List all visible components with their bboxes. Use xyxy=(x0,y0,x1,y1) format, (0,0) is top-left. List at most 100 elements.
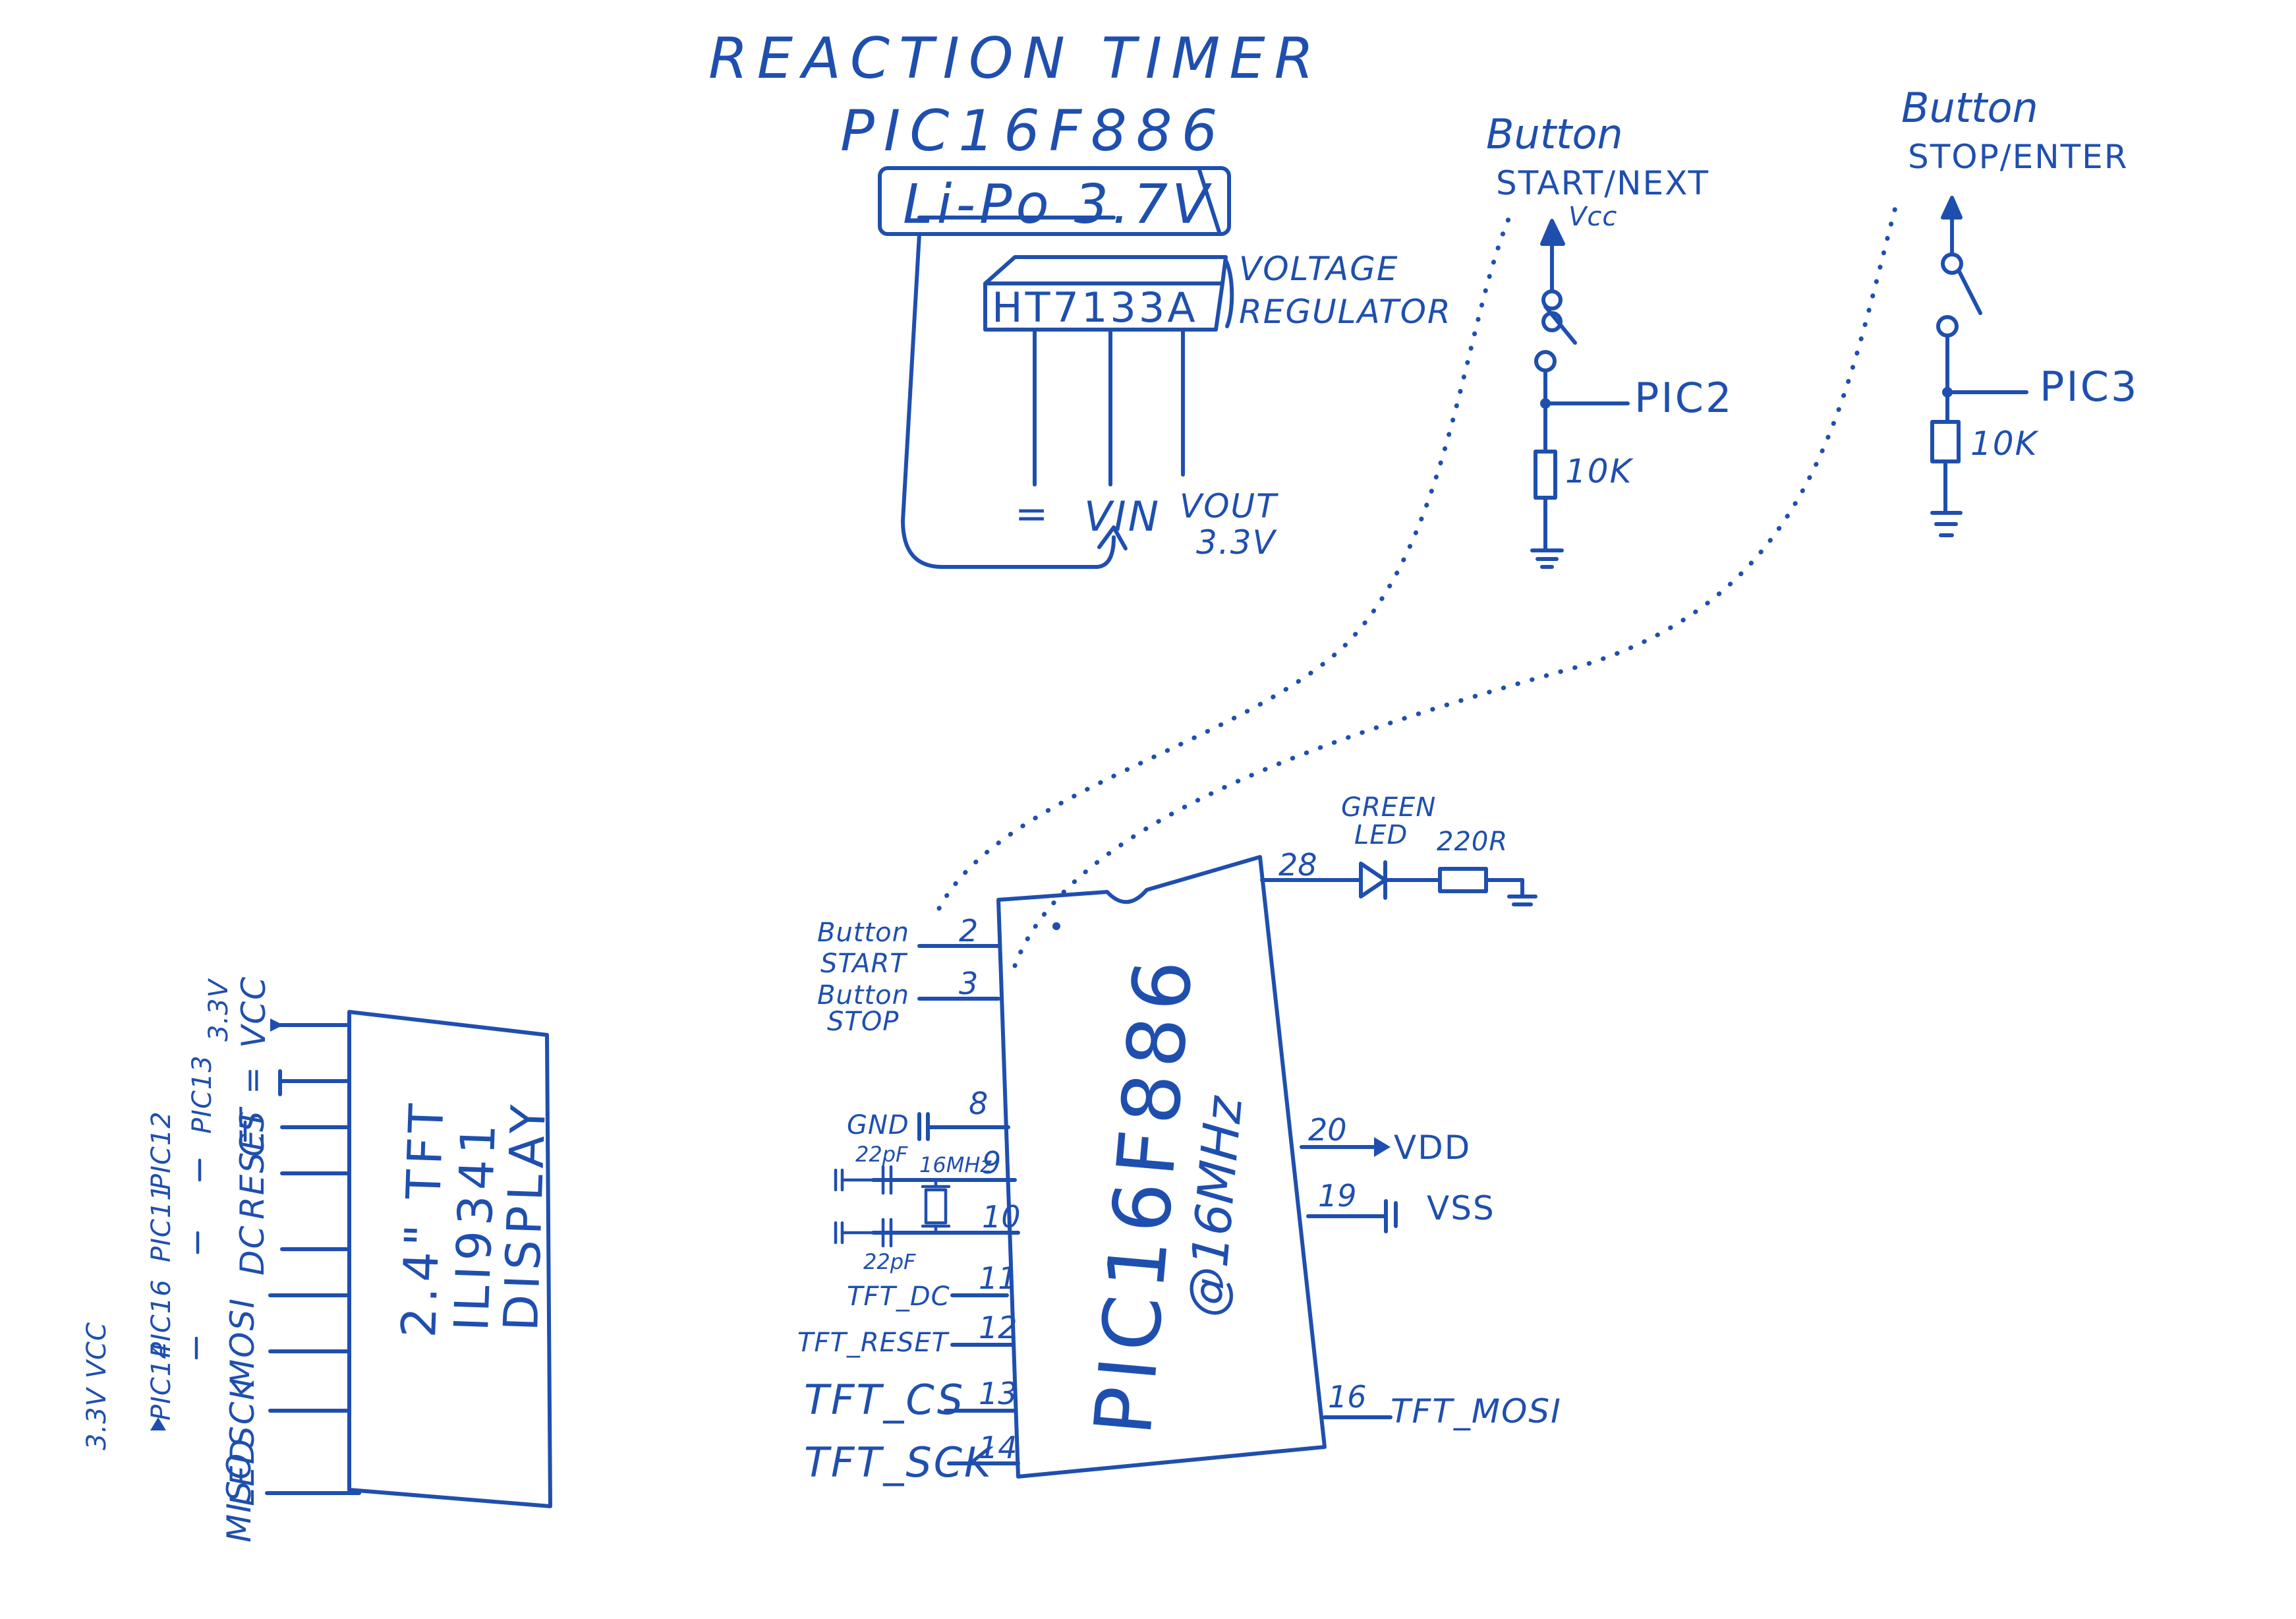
led-resistor xyxy=(1438,867,1488,893)
regulator-vout-label-1: VOUT xyxy=(1180,487,1278,525)
button-start-pic: PIC2 xyxy=(1634,374,1733,422)
pin10-num: 10 xyxy=(982,1199,1021,1235)
disp-label-vcc: VCC xyxy=(235,976,273,1048)
crystal-body xyxy=(924,1188,948,1225)
mcu-section: PIC16F886 @16MHz 2 Button START 3 Button… xyxy=(797,792,1562,1487)
pin13-label: TFT_CS xyxy=(804,1376,965,1424)
pin16-label: TFT_MOSI xyxy=(1391,1392,1562,1430)
disp-label-sck: SCK xyxy=(223,1376,262,1447)
button-stop-contact-bot xyxy=(1936,315,1959,338)
dotted-link-start xyxy=(936,215,1512,911)
button-stop-vcc-arrow xyxy=(1941,196,1963,220)
disp-conn-vcc: 3.3V xyxy=(204,978,234,1042)
disp-label-cs: CS xyxy=(233,1109,272,1157)
button-start-title-2: START/NEXT xyxy=(1496,164,1709,202)
display-line3: DISPLAY xyxy=(493,1099,556,1332)
pin14-num: 14 xyxy=(979,1430,1018,1465)
title-line1: REACTION TIMER xyxy=(708,26,1323,92)
pin2-num: 2 xyxy=(959,913,978,949)
button-start-title-1: Button xyxy=(1486,110,1623,158)
button-start-vcc-arrow xyxy=(1540,219,1565,246)
disp-vcc-arrow xyxy=(270,1018,283,1032)
button-stop-resistor-label: 10K xyxy=(1970,425,2040,463)
regulator-gnd-symbol: = xyxy=(1015,491,1048,537)
button-start-contact-top xyxy=(1541,289,1563,310)
disp-label-miso: MISO xyxy=(220,1452,258,1543)
button-stop-resistor xyxy=(1930,420,1961,463)
cap-bottom-label: 22pF xyxy=(863,1249,916,1274)
battery-box-stroke xyxy=(1197,168,1221,234)
disp-conn-cs: PIC13 xyxy=(187,1055,217,1134)
button-start-contact-mid xyxy=(1541,311,1563,332)
display-line1: 2.4" TFT xyxy=(391,1098,455,1338)
pin19-label: VSS xyxy=(1427,1189,1495,1227)
pin8-label: GND xyxy=(847,1110,909,1140)
led-vcc-arrow xyxy=(150,1417,166,1430)
battery-label: Li-Po 3.7V xyxy=(903,173,1213,236)
pin16-num: 16 xyxy=(1328,1379,1367,1415)
disp-conn-mosi: PIC16 xyxy=(146,1279,177,1358)
battery-box xyxy=(878,166,1231,236)
button-start-contact-bot xyxy=(1534,350,1557,372)
pin9-num: 9 xyxy=(982,1145,1001,1181)
title-line2: PIC16F886 xyxy=(840,98,1226,164)
pin20-label: VDD xyxy=(1394,1129,1471,1167)
pin12-label: TFT_RESET xyxy=(797,1328,950,1358)
pin3-num: 3 xyxy=(959,966,978,1001)
pin2-label-1: Button xyxy=(817,918,909,948)
pin13-num: 13 xyxy=(979,1376,1018,1411)
disp-label-gnd: = xyxy=(233,1065,272,1094)
disp-label-dc: DC xyxy=(233,1225,272,1276)
button-stop-title-2: STOP/ENTER xyxy=(1908,138,2129,176)
title-block: REACTION TIMER PIC16F886 xyxy=(708,26,1323,164)
power-section: Li-Po 3.7V HT7133A VOLTAGE REGULATOR = V… xyxy=(878,166,1452,569)
display-section: 2.4" TFT ILI9341 DISPLAY VCC 3.3V = CS P… xyxy=(82,976,556,1543)
pin19-num: 19 xyxy=(1318,1178,1357,1214)
disp-conn-reset: PIC12 xyxy=(146,1111,177,1190)
led-diode xyxy=(1359,862,1387,898)
regulator-part: HT7133A xyxy=(992,283,1198,332)
pin8-num: 8 xyxy=(969,1086,988,1121)
disp-label-led: LED xyxy=(223,1438,262,1506)
pin20-num: 20 xyxy=(1308,1112,1347,1148)
led-label-2: LED xyxy=(1354,820,1408,850)
dotted-link-stop xyxy=(1012,195,1901,968)
pin2-label-2: START xyxy=(820,949,908,979)
cap-top-label: 22pF xyxy=(855,1142,908,1167)
pin11-num: 11 xyxy=(979,1260,1018,1296)
disp-label-mosi: MOSI xyxy=(223,1297,262,1388)
led-resistor-label: 220R xyxy=(1437,827,1508,857)
button-stop-title-1: Button xyxy=(1901,84,2038,132)
vin-arrow xyxy=(1097,525,1128,550)
pin12-num: 12 xyxy=(979,1310,1018,1345)
disp-conn-sck: PIC14 xyxy=(146,1341,177,1421)
button-stop-lever xyxy=(1957,268,1982,315)
pin11-label: TFT_DC xyxy=(847,1281,950,1312)
regulator-label-line1: VOLTAGE xyxy=(1239,250,1399,288)
mcu-body xyxy=(996,855,1327,1479)
display-line2: ILI9341 xyxy=(444,1118,506,1332)
disp-conn-dc: PIC11 xyxy=(146,1183,177,1262)
led-label-1: GREEN xyxy=(1341,792,1436,823)
button-start-resistor xyxy=(1534,450,1557,500)
button-stop-pic: PIC3 xyxy=(2040,363,2138,411)
crystal-label: 16MHz xyxy=(919,1152,992,1177)
mcu-pin1-dot xyxy=(1052,922,1060,930)
button-stop-contact-top xyxy=(1941,252,1963,275)
button-start-circuit: Button START/NEXT Vcc PIC2 10K xyxy=(1486,110,1733,569)
regulator-bracket xyxy=(1224,258,1234,328)
pin3-label-2: STOP xyxy=(827,1007,899,1037)
pin14-label: TFT_SCK xyxy=(804,1438,994,1487)
button-start-vcc: Vcc xyxy=(1568,202,1617,232)
disp-conn-led: 3.3V VCC xyxy=(82,1322,112,1450)
vdd-arrow xyxy=(1374,1137,1391,1157)
battery-to-vin-wire xyxy=(901,232,1116,569)
regulator-vout-label-2: 3.3V xyxy=(1196,523,1278,562)
disp-label-reset: RESET xyxy=(233,1106,272,1220)
regulator-label-line2: REGULATOR xyxy=(1239,293,1452,331)
pin28-num: 28 xyxy=(1278,847,1317,883)
display-body xyxy=(347,1010,552,1508)
regulator-vin-label: VIN xyxy=(1084,492,1161,541)
